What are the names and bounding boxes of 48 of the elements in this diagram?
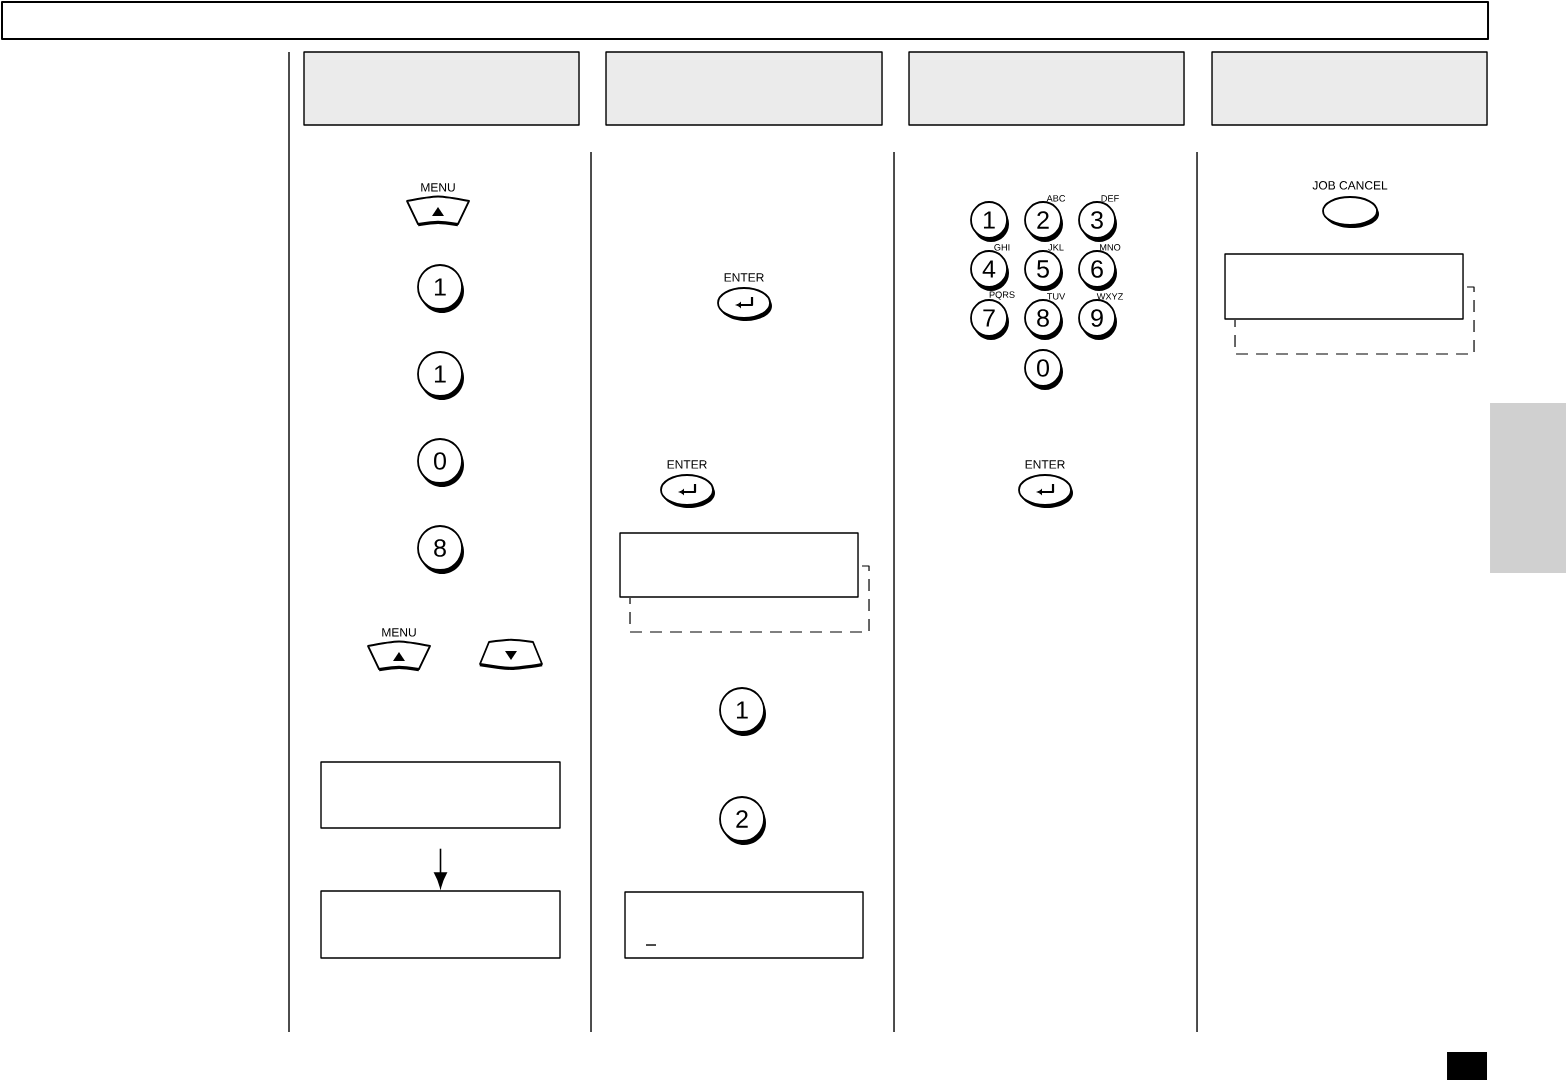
key-letters: TUV (1047, 293, 1066, 300)
number-key: 2 (1024, 201, 1063, 242)
header-box (605, 51, 883, 126)
number-key: 1 (719, 687, 766, 736)
number-key: 4 (970, 250, 1009, 291)
arrow (434, 847, 447, 888)
node-label: MENU (421, 183, 455, 192)
header-box (1211, 51, 1488, 126)
menu-key: MENU (406, 183, 470, 227)
key-letters: ABC (1046, 195, 1066, 202)
key-letters: GHI (994, 244, 1010, 251)
number-key: 1 (417, 264, 464, 313)
number-key: 1 (417, 351, 464, 400)
node-label: ENTER (724, 273, 764, 282)
node-label: ENTER (667, 460, 707, 469)
key-letters: WXYZ (1096, 293, 1123, 300)
key-letters: PQRS (989, 291, 1015, 300)
number-key: 7 (970, 299, 1009, 340)
display-box (320, 890, 561, 959)
number-key: 8 (1024, 299, 1063, 340)
display-drawing (1224, 253, 1475, 355)
number-key: 9 (1078, 299, 1117, 340)
number-key: 6 (1078, 250, 1117, 291)
number-key: 3 (1078, 201, 1117, 242)
number-key: 1 (970, 201, 1009, 242)
enter-key: ENTER (717, 273, 772, 321)
display-box (320, 761, 561, 829)
number-key: 5 (1024, 250, 1063, 291)
number-key: 8 (417, 525, 464, 574)
header-box (908, 51, 1185, 126)
node-label: MENU (382, 628, 416, 637)
number-key: 0 (1024, 349, 1063, 390)
arrow-key (479, 638, 543, 670)
key-letters: MNO (1100, 244, 1121, 251)
enter-key: ENTER (660, 460, 715, 508)
header-box (303, 51, 580, 126)
display-drawing (619, 532, 870, 633)
node-label: JOB CANCEL (1312, 181, 1388, 190)
enter-key: ENTER (1018, 460, 1073, 508)
display-box (624, 891, 864, 959)
number-key: 0 (417, 438, 464, 487)
node-label: ENTER (1025, 460, 1065, 469)
number-key: 2 (719, 796, 766, 845)
key-letters: DEF (1101, 195, 1119, 202)
key-letters: JKL (1048, 244, 1064, 251)
cancel-key: JOB CANCEL (1312, 181, 1388, 228)
side-tab (1490, 403, 1566, 573)
menu-key: MENU (367, 628, 431, 672)
